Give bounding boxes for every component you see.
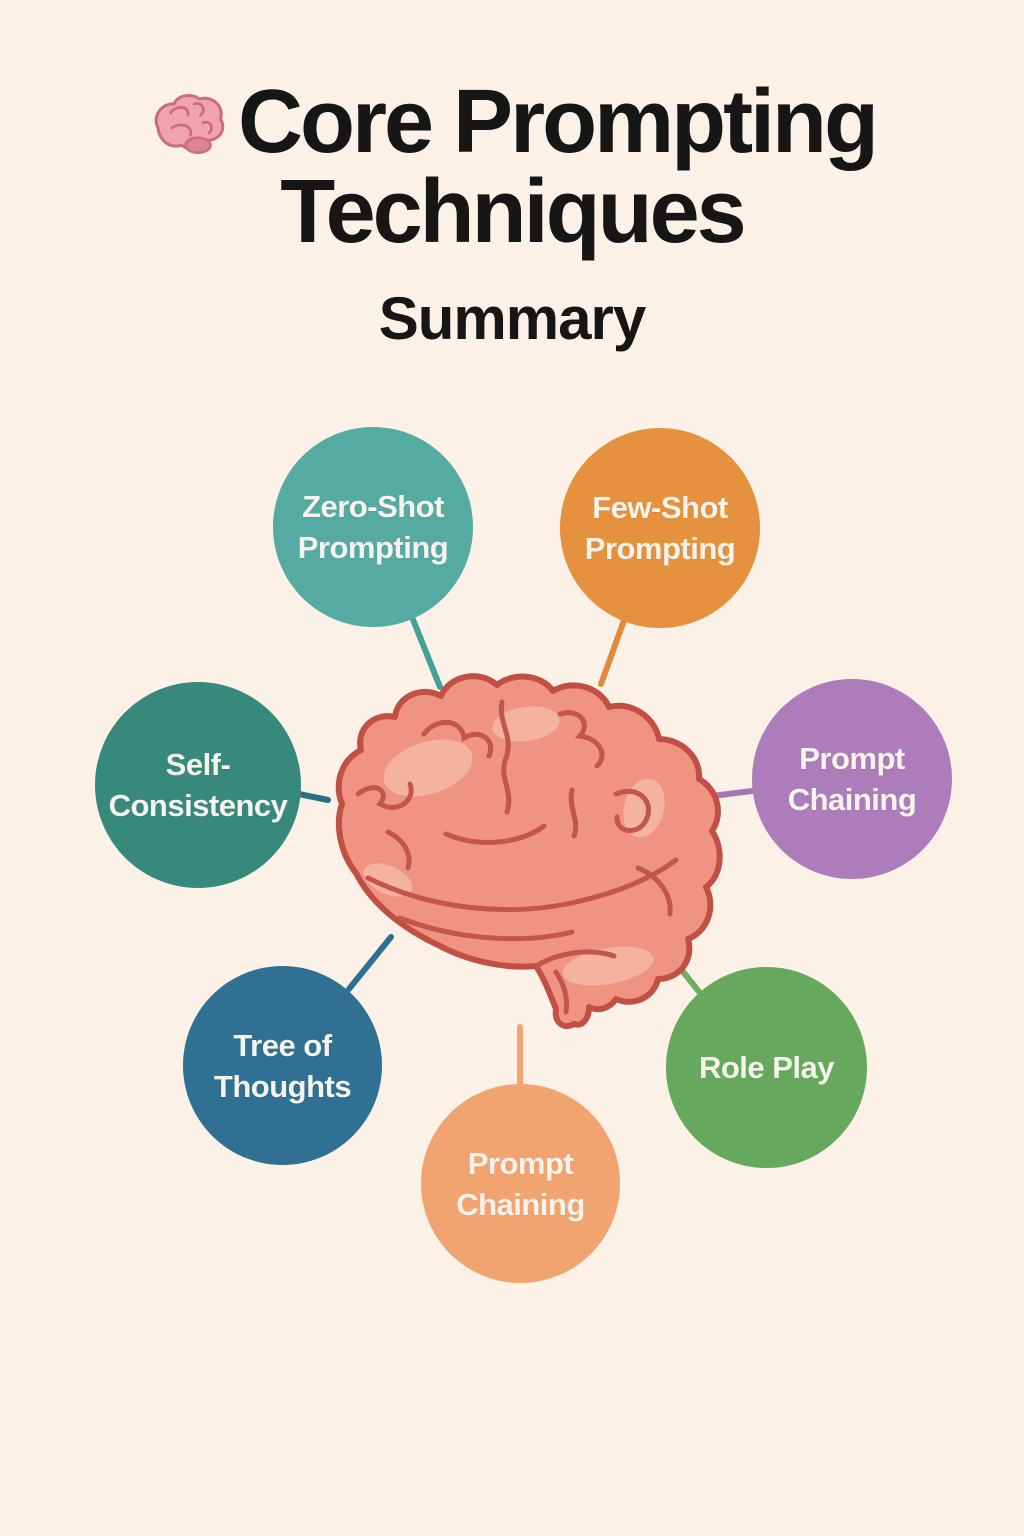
page-subtitle: Summary — [378, 285, 646, 352]
node-label-line: Chaining — [787, 782, 917, 817]
page-title-text-1: Core Prompting — [237, 72, 879, 172]
connector-zero-shot — [409, 614, 443, 690]
connector-few-shot — [598, 612, 629, 687]
node-label-line: Consistency — [108, 788, 288, 823]
node-few-shot-prompting: Few-Shot Prompting — [560, 428, 760, 628]
node-label-line: Role Play — [698, 1050, 835, 1085]
node-label-line: Prompt — [799, 741, 905, 776]
node-label-line: Self- — [165, 747, 231, 782]
connector-prompt-chaining-right — [709, 788, 755, 799]
node-prompt-chaining-right: Prompt Chaining — [752, 679, 952, 879]
node-label-line: Prompt — [467, 1145, 574, 1181]
node-tree-of-thoughts: Tree of Thoughts — [183, 966, 382, 1165]
node-self-consistency: Self- Consistency — [95, 682, 301, 888]
node-label-line: Tree of — [233, 1027, 332, 1063]
page-title-line-1: Core Prompting — [0, 72, 1024, 172]
connector-role-play — [673, 960, 703, 996]
brain-emoji-icon — [154, 94, 225, 154]
node-label-line: Thoughts — [213, 1068, 352, 1104]
brain-emoji-cerebellum — [184, 136, 212, 154]
brain-silhouette — [335, 673, 723, 1029]
header: Core Prompting Techniques Summary — [0, 72, 1024, 353]
page-title-text-2: Techniques — [280, 162, 746, 262]
node-zero-shot-prompting: Zero-Shot Prompting — [273, 427, 473, 627]
node-prompt-chaining-bottom: Prompt Chaining — [421, 1084, 620, 1283]
node-label-line: Few-Shot — [592, 490, 728, 525]
brain-highlights — [363, 706, 665, 986]
node-role-play: Role Play — [666, 967, 867, 1168]
brain-folds — [355, 699, 679, 1015]
node-label-line: Prompting — [584, 531, 736, 566]
central-brain-illustration — [335, 673, 723, 1029]
page-title-line-2: Techniques — [0, 162, 1024, 262]
node-label-line: Chaining — [456, 1186, 585, 1222]
node-label-line: Prompting — [297, 530, 449, 565]
node-label-line: Zero-Shot — [302, 489, 444, 524]
connector-tree-of-thoughts — [346, 934, 394, 992]
